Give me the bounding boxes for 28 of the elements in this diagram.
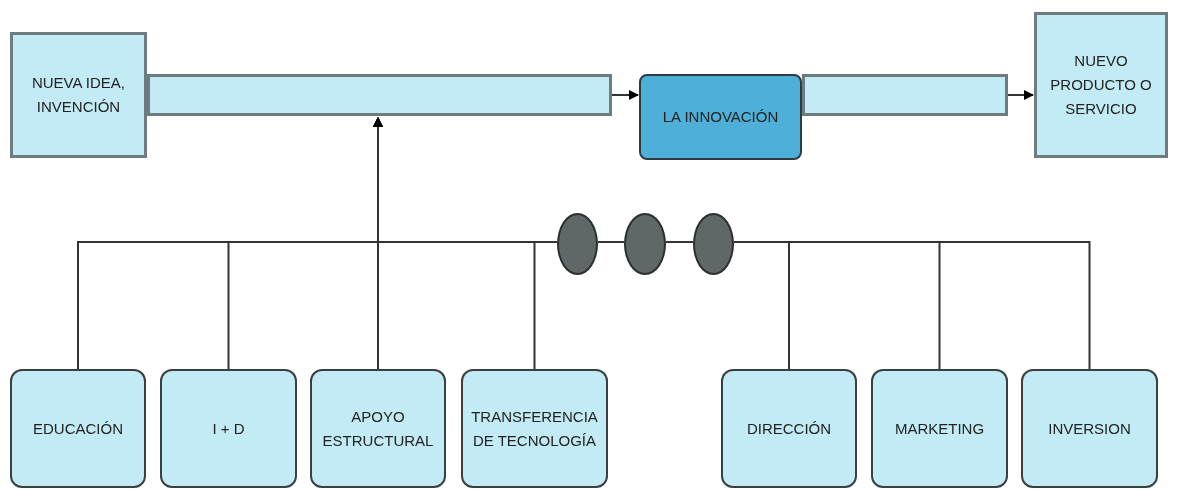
connector-bar [147,74,612,116]
node-label: APOYO ESTRUCTURAL [321,406,435,451]
process-box [1021,369,1158,488]
node-label: NUEVA IDEA, INVENCIÓN [30,73,127,117]
process-box [10,32,147,158]
process-box [871,369,1008,488]
node-label: NUEVO PRODUCTO O SERVICIO [1049,51,1153,119]
process-box [310,369,446,488]
node-label: LA INNOVACIÓN [662,107,779,127]
connector-arrow [611,90,639,100]
process-box [160,369,297,488]
connector-bar [802,74,1008,116]
process-box [639,74,802,160]
process-box [721,369,857,488]
connector-arrow [373,117,558,243]
node-label: EDUCACIÓN [33,418,123,439]
circle-node [624,213,666,275]
process-box [10,369,146,488]
node-label: I + D [212,418,245,439]
process-box [461,369,608,488]
connector-arrow [1007,90,1034,100]
node-label: DIRECCIÓN [746,418,832,439]
node-label: TRANSFERENCIA DE TECNOLOGÍA [470,406,599,451]
circle-node [693,213,734,275]
process-box [1034,12,1168,158]
node-label: MARKETING [894,418,985,439]
node-label: INVERSION [1048,418,1131,439]
circle-node [557,213,598,275]
